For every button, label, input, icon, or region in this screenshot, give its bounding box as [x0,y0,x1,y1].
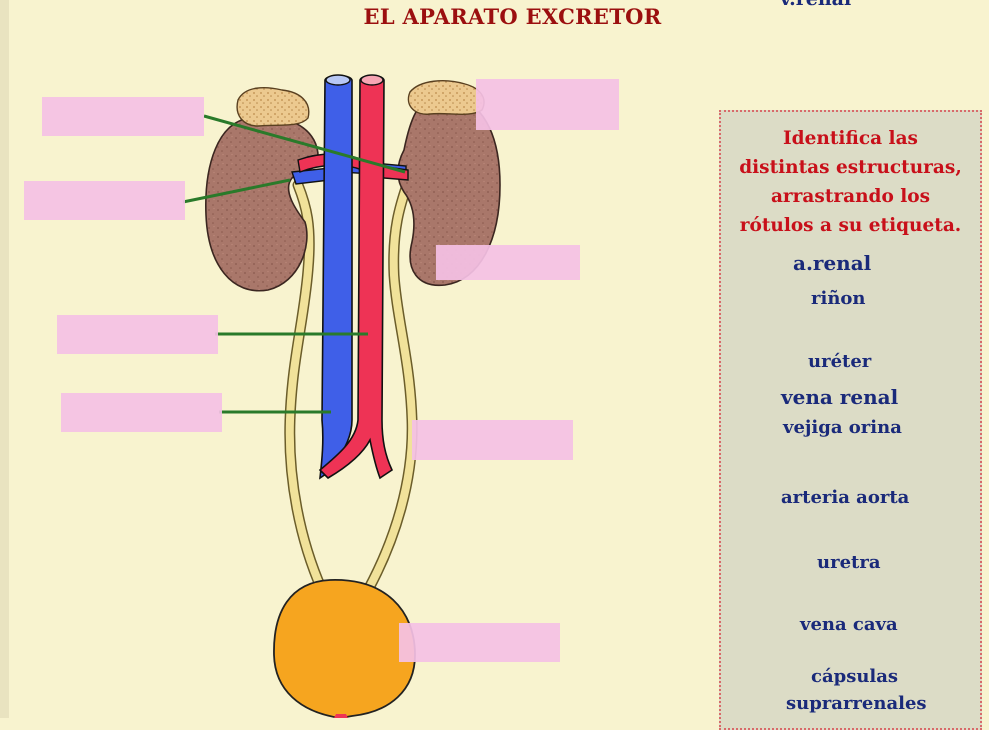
draggable-label-v-renal[interactable]: v.renal [780,0,851,10]
instructions-text: Identifica las distintas estructuras, ar… [721,124,980,240]
left-adrenal-gland [236,87,310,127]
draggable-label-ureter[interactable]: uréter [808,351,872,372]
drop-slot-4[interactable] [61,393,222,432]
draggable-label-uretra[interactable]: uretra [817,552,881,573]
page-title: EL APARATO EXCRETOR [363,4,662,29]
draggable-label-vejiga-orina[interactable]: vejiga orina [783,417,902,438]
pointer-lines [182,114,406,414]
draggable-label-a-renal[interactable]: a.renal [793,251,872,275]
draggable-label-vena-cava[interactable]: vena cava [800,614,898,635]
draggable-label-capsulas[interactable]: cápsulas [811,666,899,687]
draggable-label-rinon[interactable]: riñon [811,288,866,309]
instructions-line-2: distintas estructuras, [739,157,962,178]
instructions-panel: Identifica las distintas estructuras, ar… [719,110,982,730]
draggable-label-arteria-aorta[interactable]: arteria aorta [781,487,910,508]
left-margin-bar [0,0,9,718]
right-kidney [397,94,501,287]
drop-slot-6[interactable] [436,245,580,280]
urinary-bladder [273,579,416,718]
aorta [318,74,394,480]
right-adrenal-gland [407,80,485,115]
drop-slot-5[interactable] [476,79,619,130]
drop-slot-3[interactable] [57,315,218,354]
instructions-line-4: rótulos a su etiqueta. [739,215,962,236]
drop-slot-1[interactable] [42,97,204,136]
instructions-line-1: Identifica las [783,128,918,149]
draggable-label-vena-renal[interactable]: vena renal [781,385,899,409]
draggable-label-suprarrenales[interactable]: suprarrenales [786,693,927,714]
instructions-line-3: arrastrando los [770,186,931,207]
ureters [284,176,418,596]
drop-slot-2[interactable] [24,181,185,220]
vena-cava [319,74,353,480]
drop-slot-8[interactable] [399,623,560,662]
drop-slot-7[interactable] [412,420,573,460]
